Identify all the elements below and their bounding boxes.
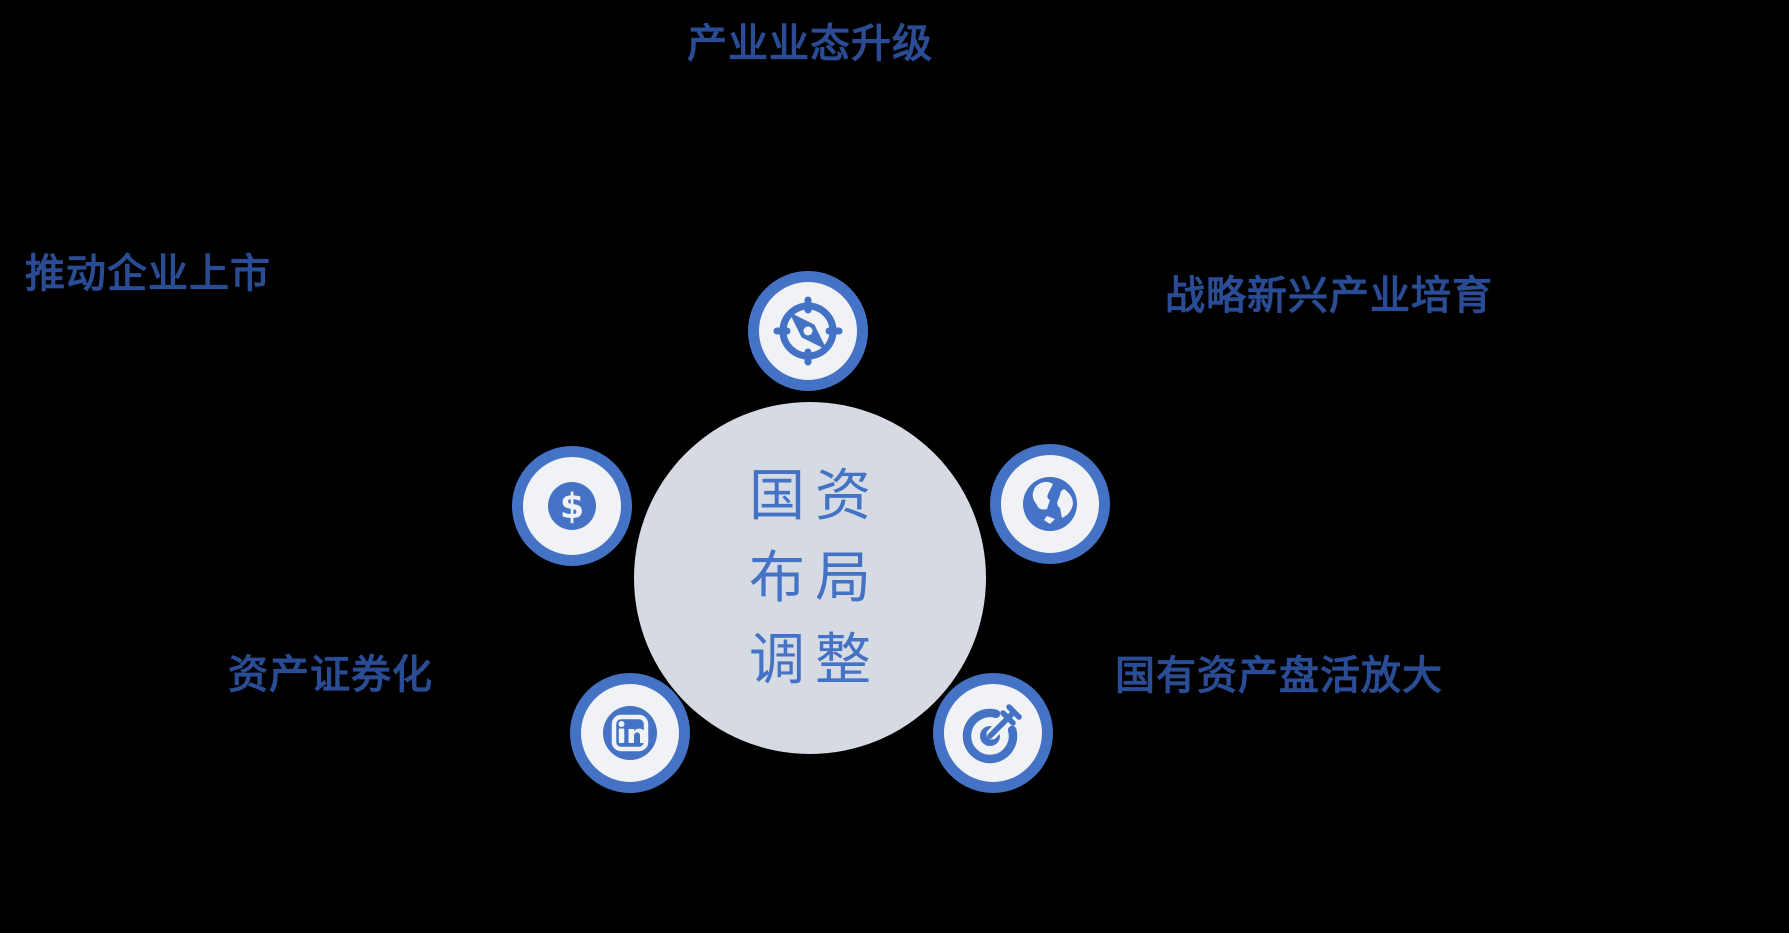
node-label-industry-upgrade: 产业业态升级 [687,22,933,66]
compass-icon [773,296,843,366]
node-label-strategic-industries: 战略新兴产业培育 [1165,274,1493,318]
linkedin-icon [603,706,657,760]
linkedin-badge [570,673,690,793]
target-icon [962,704,1022,764]
globe-badge [990,444,1110,564]
target-badge [933,673,1053,793]
hub-title-line-2: 布局 [749,546,881,609]
node-label-promote-listing: 推动企业上市 [25,252,271,296]
hub-circle: 国资 布局 调整 [634,402,986,754]
compass-badge [748,271,868,391]
dollar-badge: $ [512,446,632,566]
svg-text:$: $ [560,487,584,527]
hub-title-line-3: 调整 [749,628,881,691]
node-label-asset-securitization: 资产证券化 [228,653,433,697]
node-label-asset-revitalization: 国有资产盘活放大 [1115,654,1443,698]
globe-icon [1023,477,1077,531]
hub-title-line-1: 国资 [749,464,881,527]
dollar-icon: $ [548,482,596,530]
